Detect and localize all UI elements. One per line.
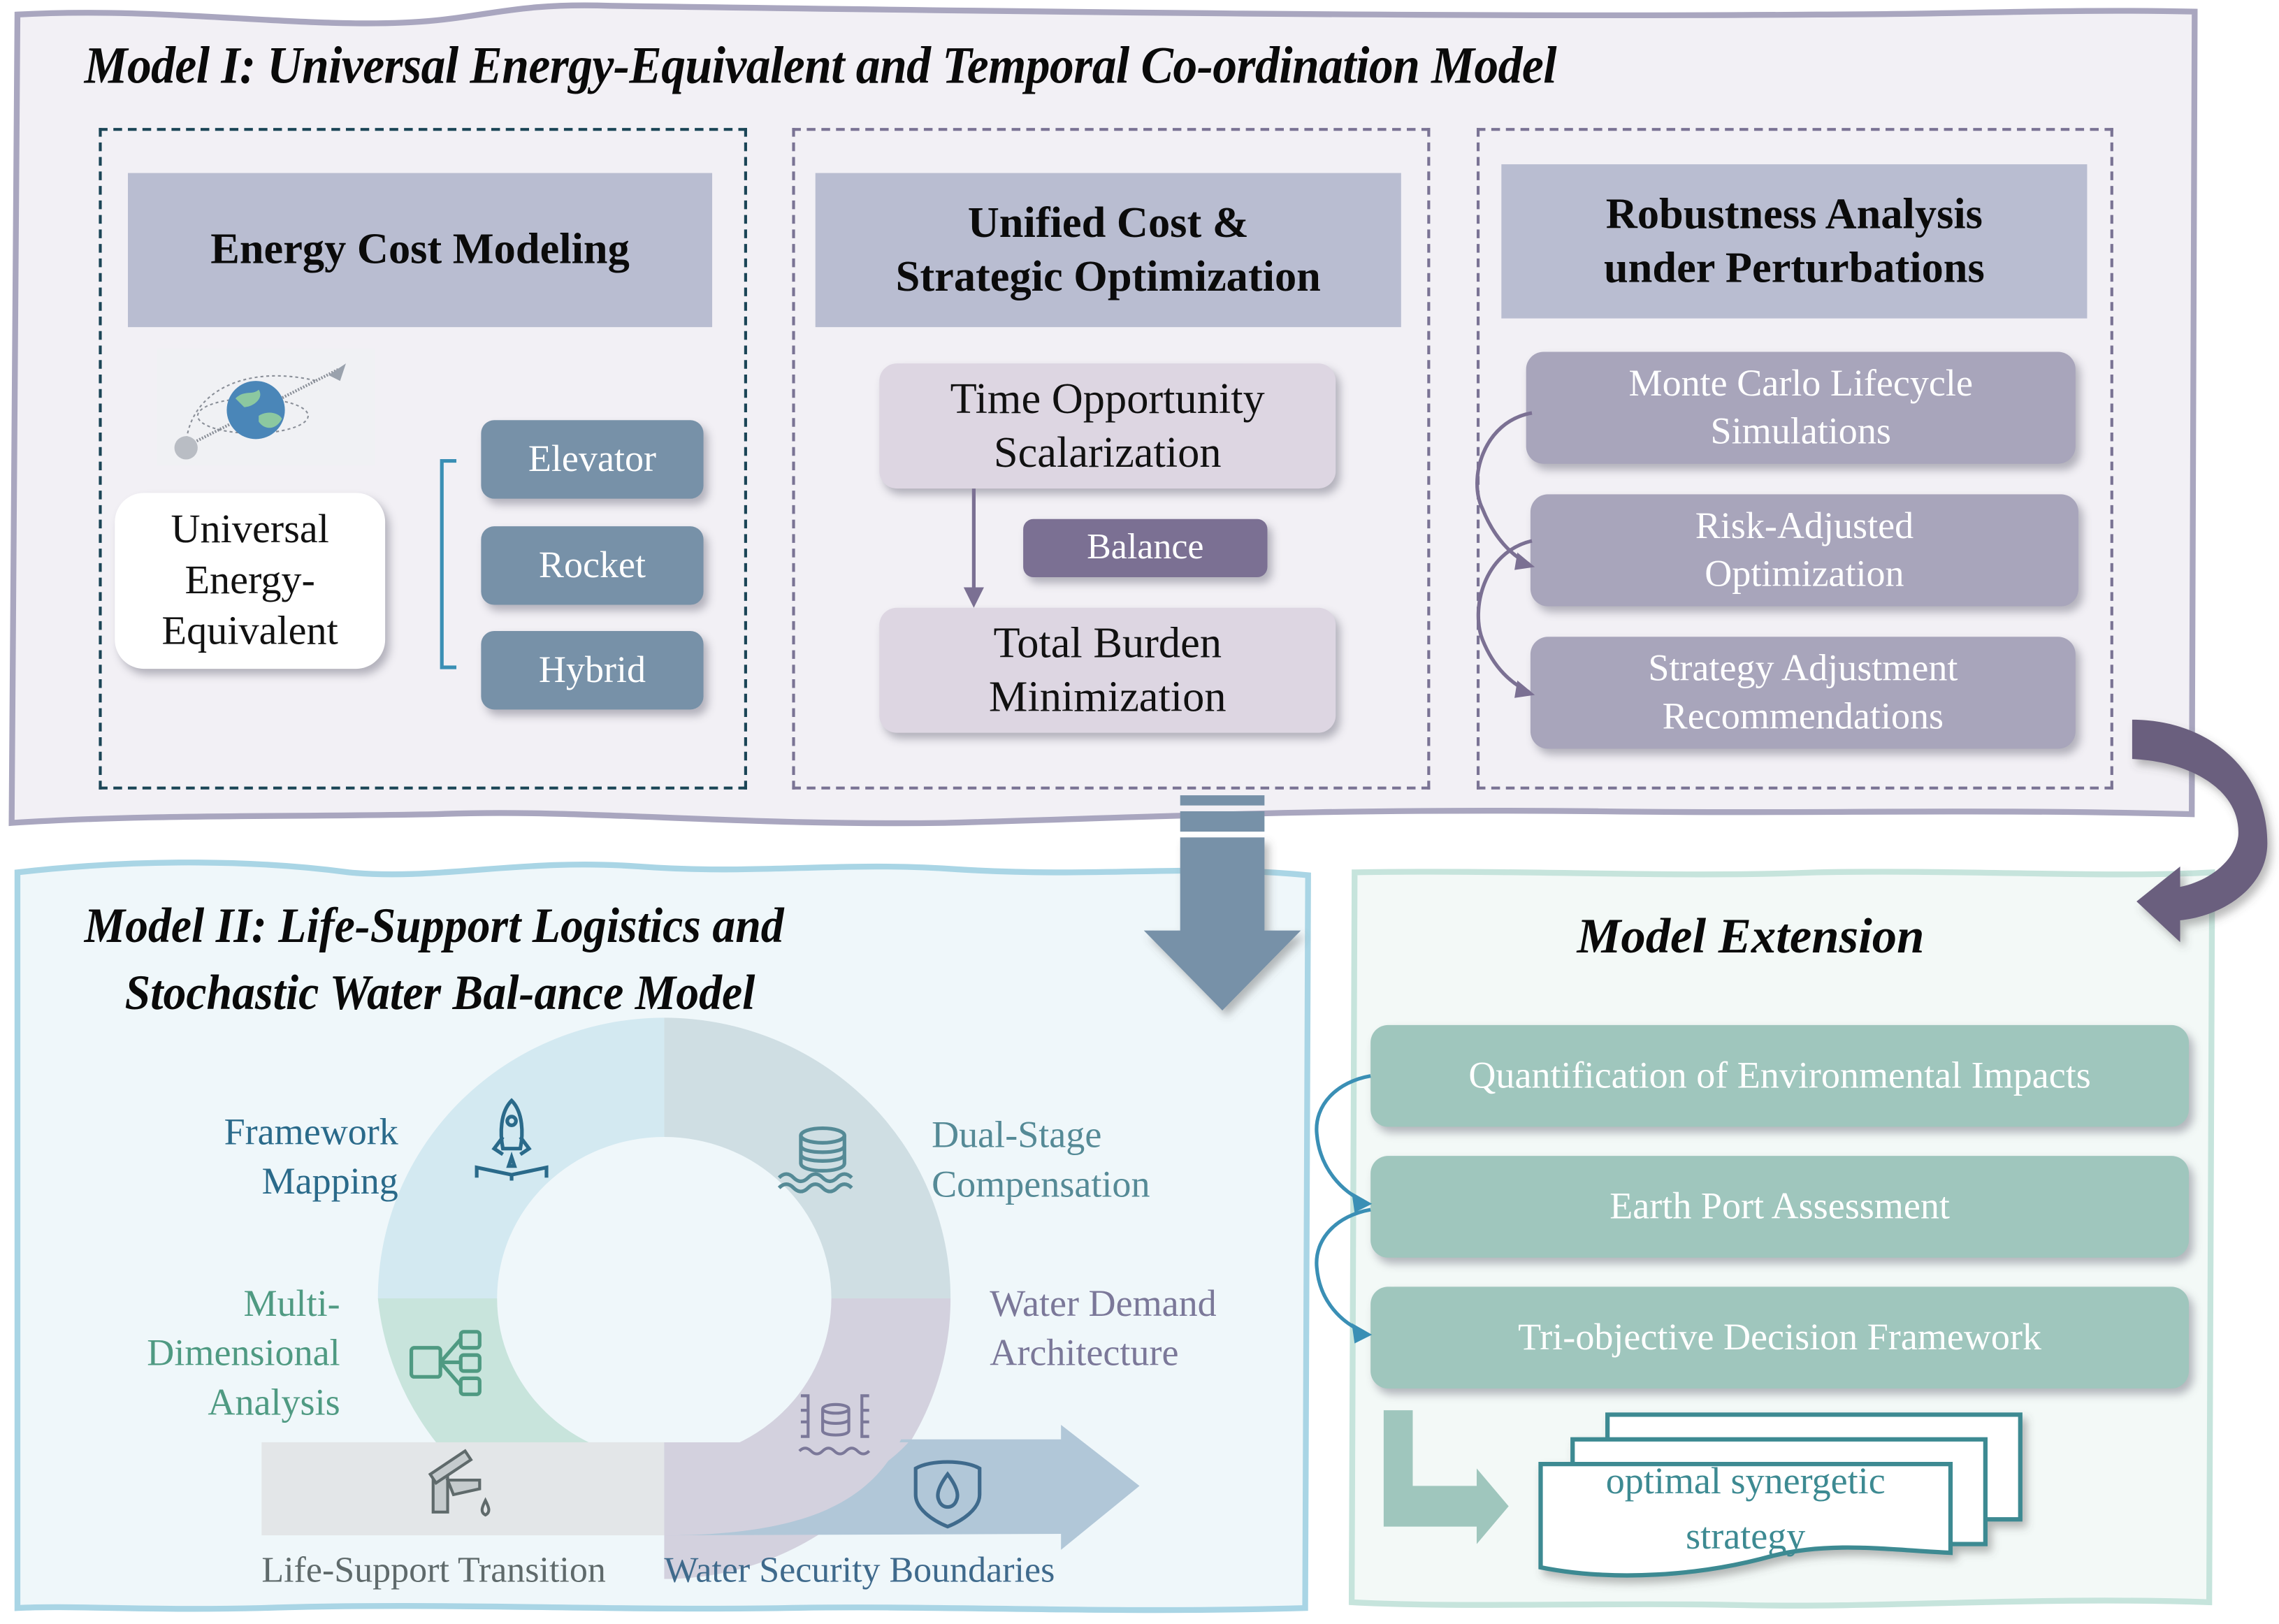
label-water-demand: Water Demand Architecture bbox=[990, 1279, 1216, 1378]
source-line: Equivalent bbox=[161, 609, 338, 655]
step-line: Minimization bbox=[988, 673, 1227, 721]
step-line: Scalarization bbox=[993, 428, 1222, 477]
balance-label: Balance bbox=[1023, 519, 1268, 577]
step-line: Total Burden bbox=[993, 618, 1222, 667]
label-line: Mapping bbox=[261, 1160, 398, 1203]
optimal-strategy-document: optimal synergetic strategy bbox=[1540, 1454, 1950, 1565]
monte-carlo-box: Monte Carlo Lifecycle Simulations bbox=[1526, 351, 2076, 464]
energy-cost-panel bbox=[99, 128, 747, 790]
total-burden-box: Total Burden Minimization bbox=[879, 607, 1336, 733]
water-security-arrow bbox=[664, 1424, 1140, 1550]
header-line: Strategic Optimization bbox=[895, 253, 1321, 301]
extension-flow-arrows bbox=[1315, 1074, 1373, 1344]
header-line: Unified Cost & bbox=[967, 198, 1249, 247]
step-line: Optimization bbox=[1705, 551, 1904, 594]
label-line: Multi- bbox=[243, 1282, 340, 1325]
label-line: Dimensional bbox=[147, 1331, 340, 1375]
down-arrow-connector bbox=[963, 488, 984, 608]
title-line: Stochastic Water Bal-ance Model bbox=[124, 966, 755, 1021]
result-line: optimal synergetic bbox=[1605, 1459, 1886, 1502]
result-line: strategy bbox=[1686, 1514, 1806, 1558]
label-line: Analysis bbox=[208, 1381, 340, 1423]
database-brackets-water-icon bbox=[798, 1394, 871, 1456]
source-line: Energy- bbox=[185, 558, 315, 604]
shield-drop-icon bbox=[913, 1460, 982, 1529]
risk-adjusted-box: Risk-Adjusted Optimization bbox=[1530, 494, 2078, 607]
label-dual-stage: Dual-Stage Compensation bbox=[932, 1111, 1150, 1210]
label-life-support-transition: Life-Support Transition bbox=[261, 1551, 606, 1591]
label-line: Framework bbox=[224, 1110, 398, 1153]
extension-item-earth-port: Earth Port Assessment bbox=[1370, 1156, 2190, 1258]
label-framework-mapping: Framework Mapping bbox=[192, 1108, 398, 1206]
energy-cost-header: Energy Cost Modeling bbox=[128, 173, 713, 328]
option-elevator: Elevator bbox=[481, 420, 704, 499]
step-line: Strategy Adjustment bbox=[1648, 646, 1958, 690]
universal-energy-equivalent-box: Universal Energy- Equivalent bbox=[115, 493, 386, 669]
step-line: Monte Carlo Lifecycle bbox=[1628, 362, 1973, 405]
label-water-security: Water Security Boundaries bbox=[664, 1551, 1055, 1591]
label-line: Dual-Stage bbox=[932, 1113, 1102, 1157]
header-line: under Perturbations bbox=[1603, 244, 1985, 293]
bracket-connector bbox=[440, 458, 457, 669]
title-line: Model II: Life-Support Logistics and bbox=[84, 899, 784, 954]
label-line: Compensation bbox=[932, 1163, 1150, 1205]
model2-title: Model II: Life-Support Logistics and Sto… bbox=[85, 894, 784, 1028]
robustness-header: Robustness Analysis under Perturbations bbox=[1501, 164, 2088, 319]
ring-segment-framework bbox=[377, 1017, 665, 1298]
source-line: Universal bbox=[171, 507, 329, 553]
ring-segment-multi-dimensional bbox=[377, 1298, 665, 1460]
option-rocket: Rocket bbox=[481, 526, 704, 605]
step-line: Time Opportunity bbox=[950, 374, 1265, 423]
step-line: Simulations bbox=[1710, 409, 1891, 452]
time-opportunity-box: Time Opportunity Scalarization bbox=[879, 363, 1336, 489]
model1-title: Model I: Universal Energy-Equivalent and… bbox=[84, 36, 1557, 95]
label-multi-dimensional: Multi- Dimensional Analysis bbox=[87, 1279, 340, 1428]
curved-flow-arrows bbox=[1475, 411, 1535, 698]
faucet-drop-icon bbox=[428, 1449, 491, 1517]
step-line: Risk-Adjusted bbox=[1695, 504, 1914, 547]
extension-item-environmental: Quantification of Environmental Impacts bbox=[1370, 1024, 2190, 1127]
unified-cost-header: Unified Cost & Strategic Optimization bbox=[815, 173, 1401, 328]
earth-rocket-orbit-icon bbox=[157, 349, 375, 465]
extension-title: Model Extension bbox=[1577, 910, 1925, 964]
label-line: Architecture bbox=[990, 1331, 1179, 1375]
extension-item-tri-objective: Tri-objective Decision Framework bbox=[1370, 1286, 2190, 1389]
strategy-adjustment-box: Strategy Adjustment Recommendations bbox=[1530, 637, 2076, 749]
option-hybrid: Hybrid bbox=[481, 630, 704, 710]
step-line: Recommendations bbox=[1662, 694, 1944, 737]
robustness-panel bbox=[1476, 128, 2113, 790]
unified-cost-panel bbox=[792, 128, 1431, 790]
rocket-launch-icon bbox=[475, 1098, 549, 1181]
header-line: Robustness Analysis bbox=[1605, 189, 1983, 238]
label-line: Water Demand bbox=[990, 1282, 1217, 1325]
database-water-icon bbox=[777, 1126, 853, 1194]
hierarchy-nodes-icon bbox=[409, 1330, 482, 1396]
